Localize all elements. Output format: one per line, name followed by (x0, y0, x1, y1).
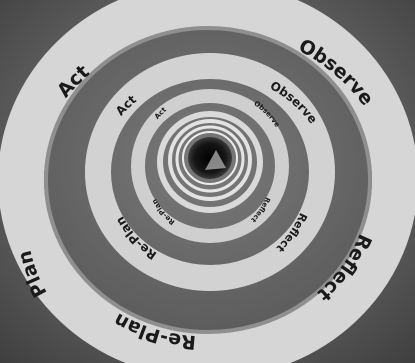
center-hole (188, 137, 232, 179)
